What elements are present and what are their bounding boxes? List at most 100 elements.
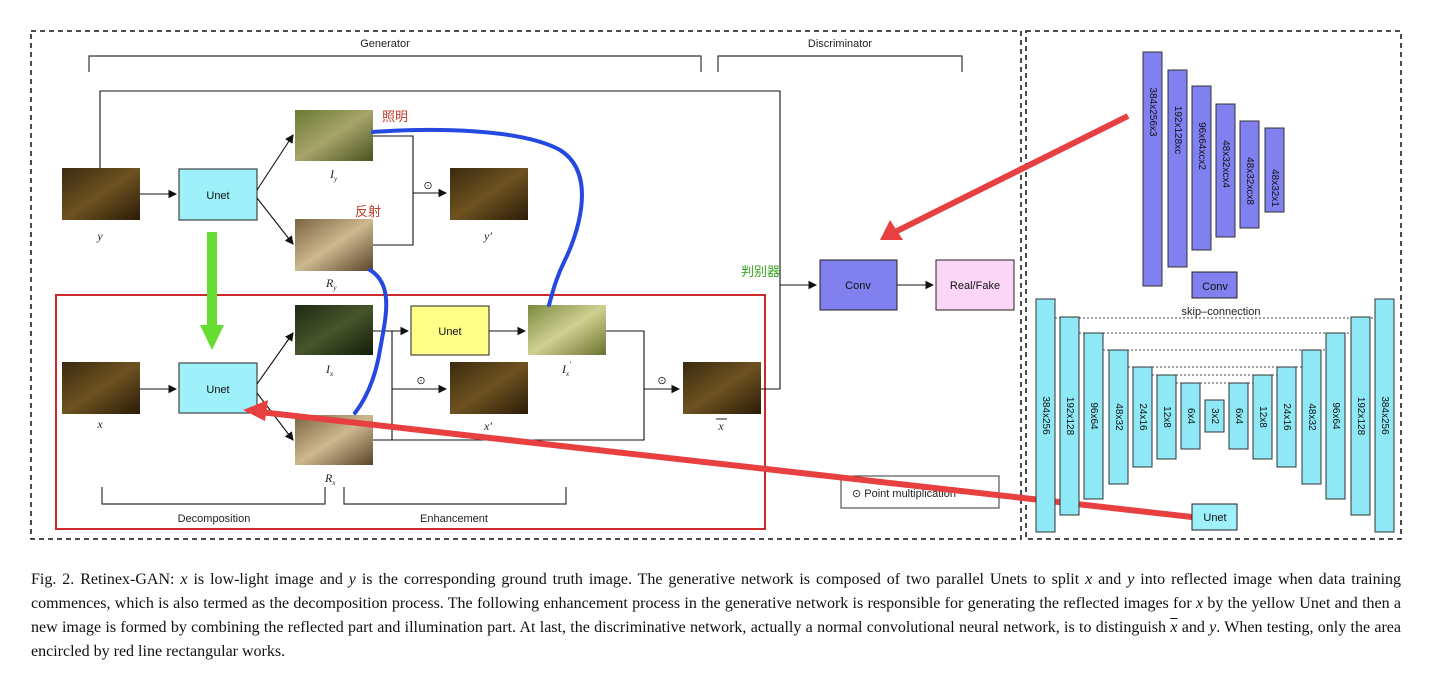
unet-layer: [1252, 374, 1273, 460]
disc-conv-box: [1191, 271, 1238, 299]
label-y-prime: y′: [483, 229, 492, 243]
decomposition-label: Decomposition: [178, 513, 251, 525]
unet-layer-label: 12x8: [1161, 406, 1172, 428]
unet-layer-label: 6x4: [1233, 408, 1244, 425]
disc-layer: [1167, 69, 1188, 268]
image-y-prime: [450, 168, 528, 220]
caption-t2: is the corresponding ground truth image.…: [355, 571, 1086, 588]
unet-layer: [1301, 349, 1322, 485]
caption-x2: x: [1085, 571, 1093, 588]
caption-t6: and: [1177, 619, 1210, 636]
caption-t5: by the yellow Unet and then a new image …: [31, 595, 1401, 636]
unet-layer-label: 6x4: [1185, 408, 1196, 425]
unet-layer: [1108, 349, 1129, 485]
conv-label: Conv: [845, 280, 871, 292]
skip-connection-label: skip–connection: [1182, 306, 1261, 318]
label-x: x: [96, 417, 103, 431]
annot-illumination: 照明: [382, 110, 408, 125]
blue-curve-illumination: [371, 127, 584, 307]
unet-top-label: Unet: [206, 190, 229, 202]
disc-layer-label: 48x32x1: [1269, 169, 1280, 207]
enhancement-bracket: [343, 487, 567, 505]
caption-y1: y: [348, 571, 356, 588]
caption-xbar: x: [1170, 619, 1178, 636]
unet-layer: [1132, 366, 1153, 468]
right-unet-box: [1191, 503, 1238, 531]
disc-layer: [1239, 120, 1260, 229]
enhancement-label: Enhancement: [420, 513, 488, 525]
legend-text: ⊙ Point multiplication: [852, 488, 956, 500]
unet-yellow-label: Unet: [438, 326, 461, 338]
generator-label: Generator: [360, 38, 410, 50]
unet-layer: [1180, 382, 1201, 450]
unet-layer: [1204, 399, 1225, 433]
unet-layer-label: 48x32: [1113, 403, 1124, 431]
discriminator-layer-stack: 384x256x3 192x128xc 96x64xcx2 48x32xcx4 48x3…: [1142, 51, 1285, 287]
red-arrow-to-conv-head: [880, 220, 903, 240]
unet-layer-label: 96x64: [1330, 402, 1341, 430]
arrow-unet-Iy: [256, 134, 294, 191]
figure-diagram: Generator Discriminator y Unet Iy Ry ⊙ y…: [30, 30, 1402, 540]
unet-layer: [1276, 366, 1297, 468]
caption-x3: x: [1195, 595, 1204, 612]
unet-layer-label: 96x64: [1088, 402, 1099, 430]
blue-curve-reflection: [353, 268, 389, 415]
mult-lines-top: [373, 135, 446, 246]
discriminator-label: Discriminator: [808, 38, 873, 50]
image-y: [62, 168, 140, 220]
right-dashed-frame: [1025, 30, 1402, 540]
image-Ix-prime: [528, 305, 606, 355]
test-area-red-box: [55, 294, 766, 530]
discriminator-bracket: [717, 55, 963, 72]
mult-symbol-2: ⊙: [416, 375, 425, 387]
image-x: [62, 362, 140, 414]
image-x-bar: [683, 362, 761, 414]
image-Iy: [295, 110, 373, 161]
decomposition-bracket: [101, 487, 326, 505]
figure-caption: Fig. 2. Retinex-GAN: x is low-light imag…: [31, 568, 1401, 664]
annot-discriminator: 判别器: [741, 265, 780, 280]
disc-layer-label: 96x64xcx2: [1196, 122, 1207, 170]
disc-layer: [1264, 127, 1285, 213]
red-arrow-to-unet-head: [243, 400, 268, 421]
unet-layer-label: 384x256: [1379, 396, 1390, 435]
y-to-discriminator-line: [99, 90, 818, 290]
disc-conv-label: Conv: [1202, 281, 1228, 293]
unet-layer-label: 48x32: [1306, 403, 1317, 431]
label-Ry: Ry: [325, 276, 337, 292]
disc-layer: [1191, 85, 1212, 251]
unet-top: [178, 168, 258, 221]
unet-layer-label: 192x128: [1355, 397, 1366, 436]
mult-symbol-1: ⊙: [423, 180, 432, 192]
mult-lines-mid: [391, 331, 446, 440]
disc-layer: [1215, 103, 1236, 238]
label-Ix: Ix: [325, 362, 334, 378]
disc-layer-label: 384x256x3: [1147, 88, 1158, 137]
disc-layer-label: 48x32xcx4: [1220, 140, 1231, 188]
unet-layer-label: 24x16: [1281, 403, 1292, 431]
unet-layer: [1083, 332, 1104, 500]
unet-layer: [1059, 316, 1080, 516]
generator-bracket: [88, 55, 702, 72]
label-x-prime: x′: [483, 419, 492, 433]
label-y: y: [96, 229, 103, 243]
unet-layer: [1228, 382, 1249, 450]
realfake-label: Real/Fake: [950, 280, 1000, 292]
caption-t3: and: [1092, 571, 1128, 588]
annot-reflection: 反射: [355, 204, 381, 220]
mult-symbol-3: ⊙: [657, 375, 666, 387]
unet-layer: [1325, 332, 1346, 500]
caption-y3: y: [1209, 619, 1217, 636]
caption-y2: y: [1127, 571, 1135, 588]
arrow-unet-Ix: [256, 332, 294, 385]
disc-layer-label: 192x128xc: [1172, 106, 1183, 154]
green-arrow: [200, 232, 224, 350]
unet-bottom: [178, 362, 258, 414]
label-x-bar: x: [717, 419, 724, 433]
unet-layer-label: 24x16: [1137, 403, 1148, 431]
image-x-prime: [450, 362, 528, 414]
unet-layer-label: 12x8: [1257, 406, 1268, 428]
realfake-block: [935, 259, 1015, 311]
caption-t7: . When testing, only the area encircled …: [31, 619, 1402, 660]
